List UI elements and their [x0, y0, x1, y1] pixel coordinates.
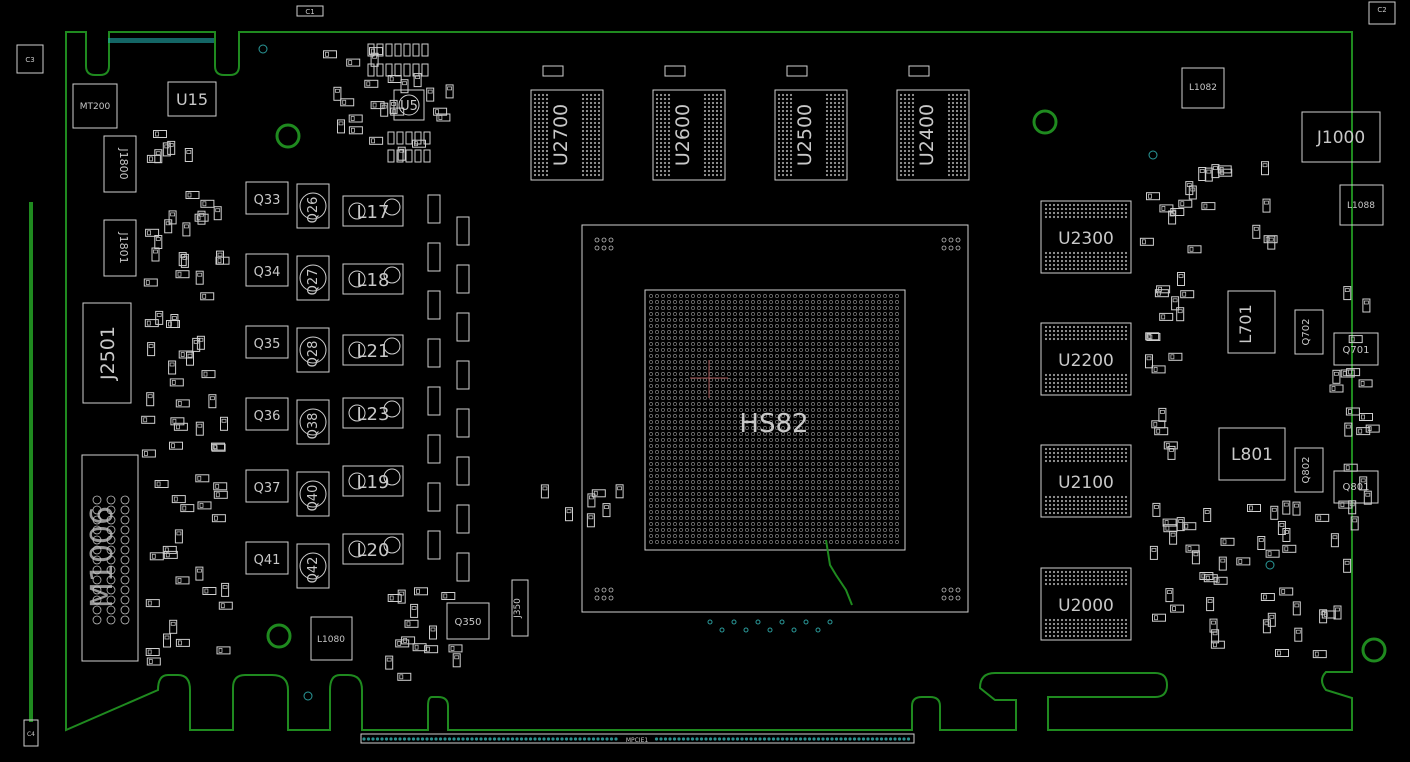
edge-connector-label: MPCIE1: [626, 737, 649, 744]
mosfet-right-label: Q27: [306, 269, 321, 296]
u5-label: U5: [400, 99, 418, 114]
l801-label: L801: [1231, 445, 1273, 465]
gpu-package: HS82: [581, 224, 969, 613]
inductor-label: L19: [357, 472, 390, 493]
gpu-label: HS82: [739, 409, 808, 439]
board-outline: [65, 31, 1353, 732]
edge-connector: MPCIE1: [360, 733, 915, 744]
mem-right-label: U2000: [1058, 596, 1114, 616]
left-connectors: J2501 M1006 J1800 J1801 MT200 U15: [72, 81, 217, 662]
mosfet-left-label: Q36: [254, 409, 281, 424]
mem-top-label: U2500: [794, 104, 816, 166]
inductor-label: L17: [357, 202, 390, 223]
corner-label-c3: C3: [25, 56, 34, 64]
connector-left-label: M1006: [85, 506, 120, 608]
mem-right-label: U2100: [1058, 473, 1114, 493]
q801-label: Q801: [1343, 482, 1370, 493]
left-connector-pins: [92, 495, 130, 625]
j350-label: J350: [513, 598, 523, 619]
l1080-label: L1080: [317, 635, 345, 645]
l1082-label: L1082: [1189, 83, 1217, 93]
mosfet-left-label: Q35: [254, 337, 281, 352]
j2501-label: J2501: [97, 326, 119, 381]
right-components: J1000 L1082 L1088 L701 L801 Q702 Q701 Q8…: [1181, 67, 1384, 504]
q350-label: Q350: [455, 617, 482, 628]
j1801-label: J1801: [117, 231, 130, 263]
bottom-components: L1080 Q350 J350: [310, 579, 529, 661]
inductor-label: L21: [357, 341, 390, 362]
u15-label: U15: [176, 90, 208, 109]
l701-label: L701: [1236, 304, 1255, 343]
mosfet-left-label: Q33: [254, 193, 281, 208]
mosfet-right-label: Q40: [306, 485, 321, 512]
mosfet-left-label: Q41: [254, 553, 281, 568]
mem-top-label: U2400: [916, 104, 938, 166]
corner-marks: C1 C2 C3 C4: [16, 1, 1396, 747]
mosfet-right-label: Q42: [306, 557, 321, 584]
mem-right-label: U2300: [1058, 229, 1114, 249]
edge-pads: [362, 737, 911, 741]
mosfet-right-label: Q26: [306, 197, 321, 224]
mounting-holes: [258, 44, 1387, 701]
memory-top-row: U2700 U2600 U2500 U2400: [530, 65, 970, 181]
corner-label-c2: C2: [1377, 6, 1386, 14]
gpu-ball-grid: [649, 294, 899, 544]
mosfet-right-label: Q38: [306, 413, 321, 440]
mem-top-label: U2700: [550, 104, 572, 166]
mosfet-left-label: Q37: [254, 481, 281, 496]
j1800-label: J1800: [117, 147, 130, 179]
q701-label: Q701: [1343, 345, 1370, 356]
q802-label: Q802: [1301, 457, 1312, 484]
inductor-label: L20: [357, 540, 390, 561]
corner-label-c4: C4: [27, 731, 35, 738]
smd-components: [141, 43, 1380, 681]
mosfet-right-label: Q28: [306, 341, 321, 368]
corner-label-c1: C1: [305, 8, 314, 16]
top-header: [108, 38, 214, 43]
j1000-label: J1000: [1316, 128, 1365, 148]
mosfet-left-label: Q34: [254, 265, 281, 280]
mt200-label: MT200: [80, 102, 111, 112]
mem-right-label: U2200: [1058, 351, 1114, 371]
l1088-label: L1088: [1347, 201, 1375, 211]
q702-label: Q702: [1301, 319, 1312, 346]
inductor-label: L18: [357, 270, 390, 291]
inductor-label: L23: [357, 404, 390, 425]
mem-top-label: U2600: [672, 104, 694, 166]
u5-controller: U5: [393, 89, 425, 121]
